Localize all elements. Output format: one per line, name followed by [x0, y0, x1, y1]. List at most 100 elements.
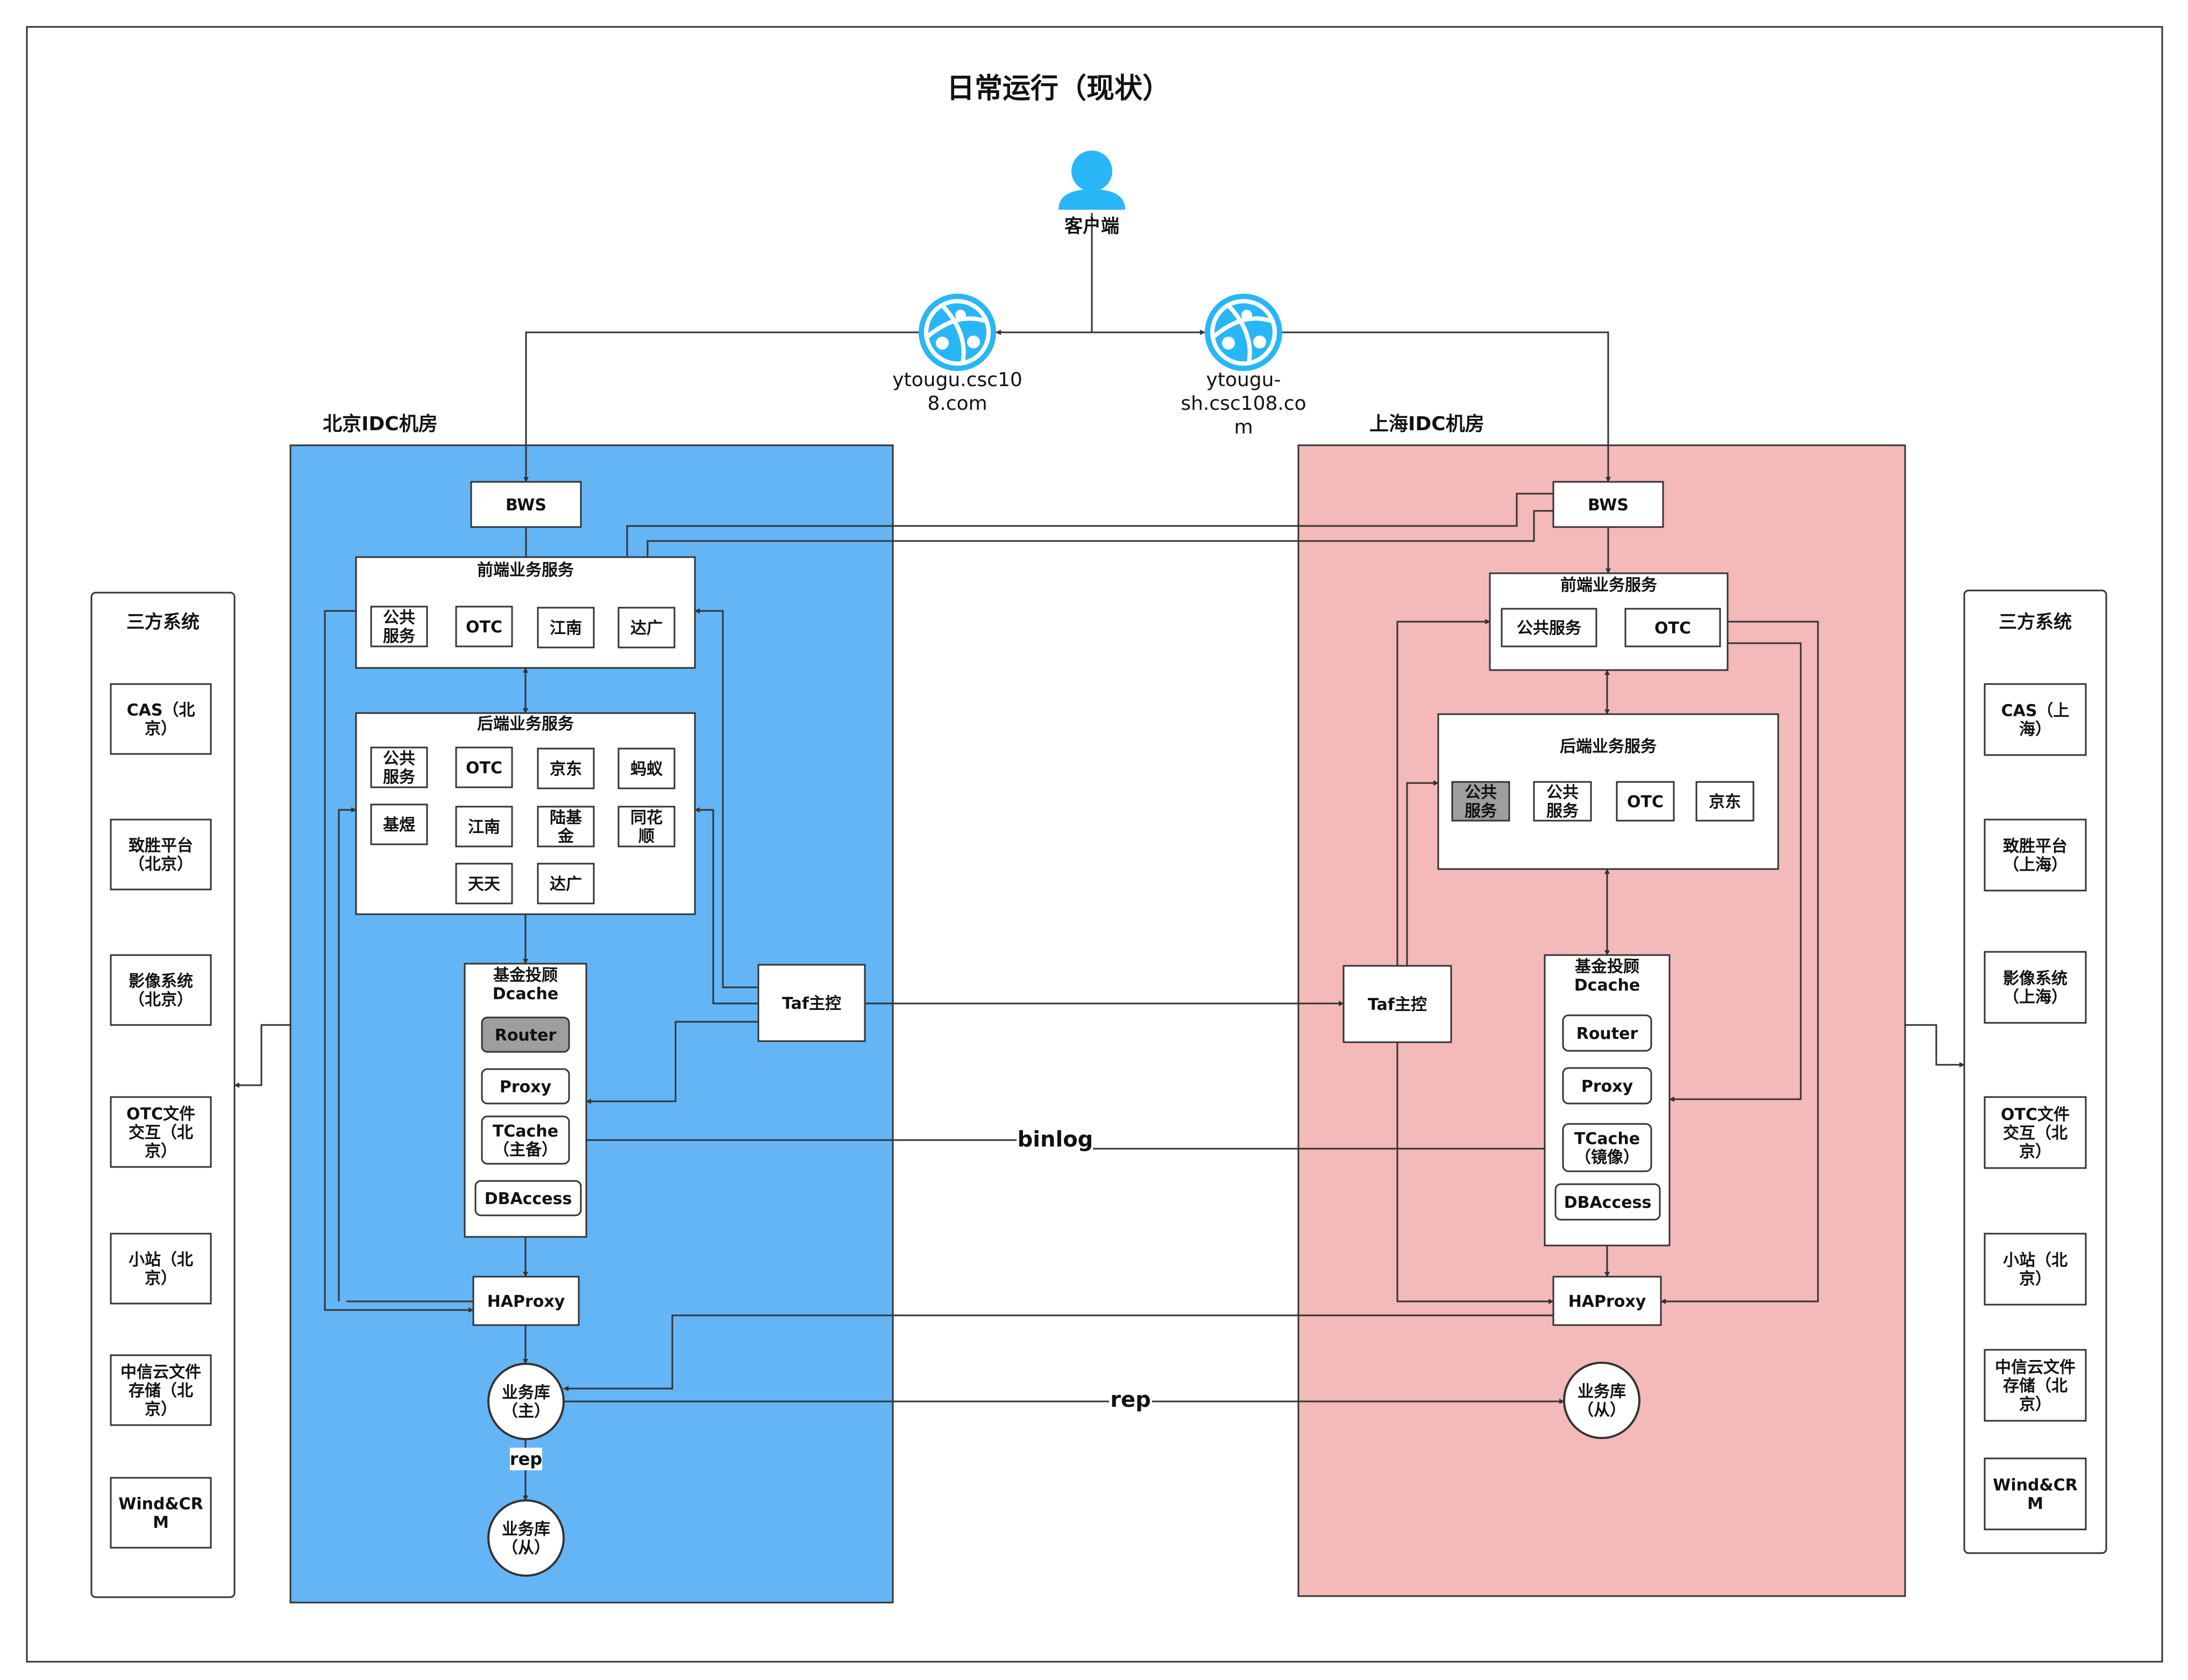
bj-bws-label: BWS — [506, 496, 546, 515]
sh-dcache-title: Dcache — [1574, 976, 1640, 995]
sh-bws-label: BWS — [1588, 496, 1629, 515]
third-party-left-item-label: M — [153, 1513, 169, 1532]
sh-dcache-tcache-label: TCache — [1574, 1130, 1640, 1149]
sh-taf-master: Taf主控 — [1342, 965, 1452, 1043]
bj-frontend-item-label: OTC — [466, 618, 502, 637]
third-party-right-item-label: （上海） — [2003, 856, 2068, 874]
bj-backend-item-label: 京东 — [550, 760, 582, 779]
sh-backend-item-label: 服务 — [1465, 802, 1497, 821]
rep-link-label: rep — [1110, 1387, 1151, 1412]
third-party-left-item-label: 京） — [145, 1400, 177, 1419]
sh-db-slave: 业务库（从） — [1563, 1362, 1640, 1439]
third-party-right-item-label: 京） — [2019, 1270, 2051, 1289]
sh-haproxy-label: HAProxy — [1568, 1292, 1646, 1311]
bj-backend-item: 基煜 — [370, 803, 428, 845]
bj-taf-to-proxy-connector — [586, 1021, 758, 1104]
third-party-left-title: 三方系统 — [126, 611, 200, 633]
bj-backend-item-label: 达广 — [550, 875, 582, 894]
bj-frontend-item-label: 达广 — [630, 619, 663, 638]
bj-frontend-item-label: 服务 — [383, 627, 415, 646]
sh-dcache-title: 基金投顾 — [1575, 958, 1639, 977]
bj-haproxy-label: HAProxy — [487, 1292, 565, 1311]
bj-dcache-proxy-label: Proxy — [500, 1078, 552, 1097]
bj-db-master-label: 业务库 — [502, 1384, 550, 1403]
third-party-left-item-label: 致胜平台 — [129, 837, 193, 856]
bj-frontend-item-label: 公共 — [383, 609, 415, 628]
bj-backend-item-label: 服务 — [383, 768, 415, 787]
bj-dcache-router: Router — [481, 1016, 570, 1053]
bj-to-third-party-connector — [234, 1024, 290, 1088]
domain-sh-label: sh.csc108.co — [1181, 393, 1306, 415]
bj-db-slave-label: （从） — [502, 1539, 550, 1557]
sh-backend-item: OTC — [1616, 781, 1675, 822]
third-party-right-item: 小站（北京） — [1984, 1233, 2087, 1306]
bj-dcache-proxy: Proxy — [481, 1068, 570, 1105]
third-party-left-item-label: 京） — [145, 1269, 177, 1288]
bj-taf-to-backend-connector — [694, 807, 758, 1005]
third-party-right-item-label: 海） — [2019, 720, 2051, 739]
bj-backend-item-label: OTC — [466, 759, 502, 778]
bj-backend-item-label: 蚂蚁 — [630, 760, 663, 779]
third-party-left-item-label: 存储（北 — [129, 1382, 193, 1400]
third-party-right-item-label: （上海） — [2003, 988, 2068, 1007]
third-party-right-item-label: 交互（北 — [2003, 1124, 2068, 1143]
bj-backend-item: 公共服务 — [370, 746, 428, 788]
bj-dcache-tcache-label: （主备） — [493, 1141, 558, 1159]
bj-backend-item: 同花顺 — [617, 806, 676, 848]
third-party-left-item-label: 影像系统 — [129, 972, 193, 991]
sh-db-slave-label: （从） — [1578, 1401, 1626, 1420]
sh-dcache-proxy-label: Proxy — [1581, 1077, 1633, 1096]
third-party-left-item-label: OTC文件 — [126, 1105, 195, 1123]
room-shanghai-title: 上海IDC机房 — [1369, 413, 1484, 435]
bj-dcache-router-label: Router — [495, 1026, 557, 1045]
third-party-left-item-label: Wind&CR — [118, 1495, 203, 1514]
third-party-left-item: CAS（北京） — [110, 683, 212, 755]
sh-frontend-to-proxy-connector — [1669, 642, 1802, 1102]
sh-bws-to-bj-frontend-connector — [624, 493, 1553, 608]
domain-bj-label: 8.com — [927, 393, 987, 415]
third-party-right-item-label: Wind&CR — [1993, 1476, 2078, 1495]
sh-taf-to-frontend-connector — [1396, 619, 1490, 966]
sh-dcache-router-label: Router — [1576, 1024, 1638, 1043]
bj-taf-to-frontend-connector — [694, 608, 758, 988]
third-party-left-item-label: （北京） — [129, 855, 193, 874]
bj-frontend-item-label: 江南 — [550, 619, 582, 638]
bj-db-master: 业务库（主） — [487, 1363, 565, 1440]
bj-haproxy: HAProxy — [472, 1276, 580, 1326]
third-party-right-item-label: 小站（北 — [2003, 1251, 2068, 1270]
third-party-right-item: CAS（上海） — [1984, 683, 2087, 756]
third-party-left-item-label: 京） — [145, 1142, 177, 1161]
bj-backend-item-label: 江南 — [468, 818, 500, 837]
third-party-left-item: 影像系统（北京） — [110, 954, 212, 1026]
bj-haproxy-to-backend-connector — [338, 807, 357, 1301]
sh-dcache-tcache: TCache（镜像） — [1562, 1123, 1652, 1172]
binlog-link-label: binlog — [1018, 1127, 1093, 1152]
third-party-left-item-label: 交互（北 — [129, 1123, 193, 1142]
outer-frame — [26, 26, 2163, 1663]
sh-frontend-item: OTC — [1624, 608, 1721, 647]
third-party-right-item-label: 致胜平台 — [2003, 837, 2068, 856]
third-party-right-item: 影像系统（上海） — [1984, 951, 2087, 1024]
sh-backend-item-label: 京东 — [1709, 793, 1741, 811]
bj-dcache-tcache: TCache（主备） — [481, 1115, 570, 1165]
third-party-right-item-label: M — [2027, 1494, 2043, 1513]
bj-backend-item-label: 天天 — [468, 875, 500, 894]
bj-db-slave: 业务库（从） — [487, 1499, 565, 1577]
sh-backend-item: 京东 — [1695, 781, 1754, 822]
domain-sh-label: m — [1234, 416, 1253, 438]
sh-backend-item-label: OTC — [1627, 793, 1664, 811]
third-party-right-title: 三方系统 — [1999, 611, 2072, 633]
sh-domain-to-bws-connector — [1282, 331, 1611, 482]
sh-dcache-router: Router — [1562, 1014, 1652, 1052]
sh-dcache-tcache-label: （镜像） — [1575, 1148, 1639, 1167]
bj-backend-item-label: 陆基 — [550, 809, 582, 828]
bj-frontend-item: 江南 — [537, 607, 595, 649]
sh-backend-item-label: 服务 — [1546, 802, 1579, 821]
bj-domain-to-bws-connector — [523, 331, 919, 482]
third-party-left-item: 致胜平台（北京） — [110, 818, 212, 891]
bj-backend-item-label: 顺 — [638, 827, 655, 846]
sh-backend-item: 公共服务 — [1533, 781, 1592, 822]
bj-db-master-label: （主） — [502, 1402, 550, 1421]
bj-frontend-to-haproxy-connector — [324, 610, 474, 1313]
